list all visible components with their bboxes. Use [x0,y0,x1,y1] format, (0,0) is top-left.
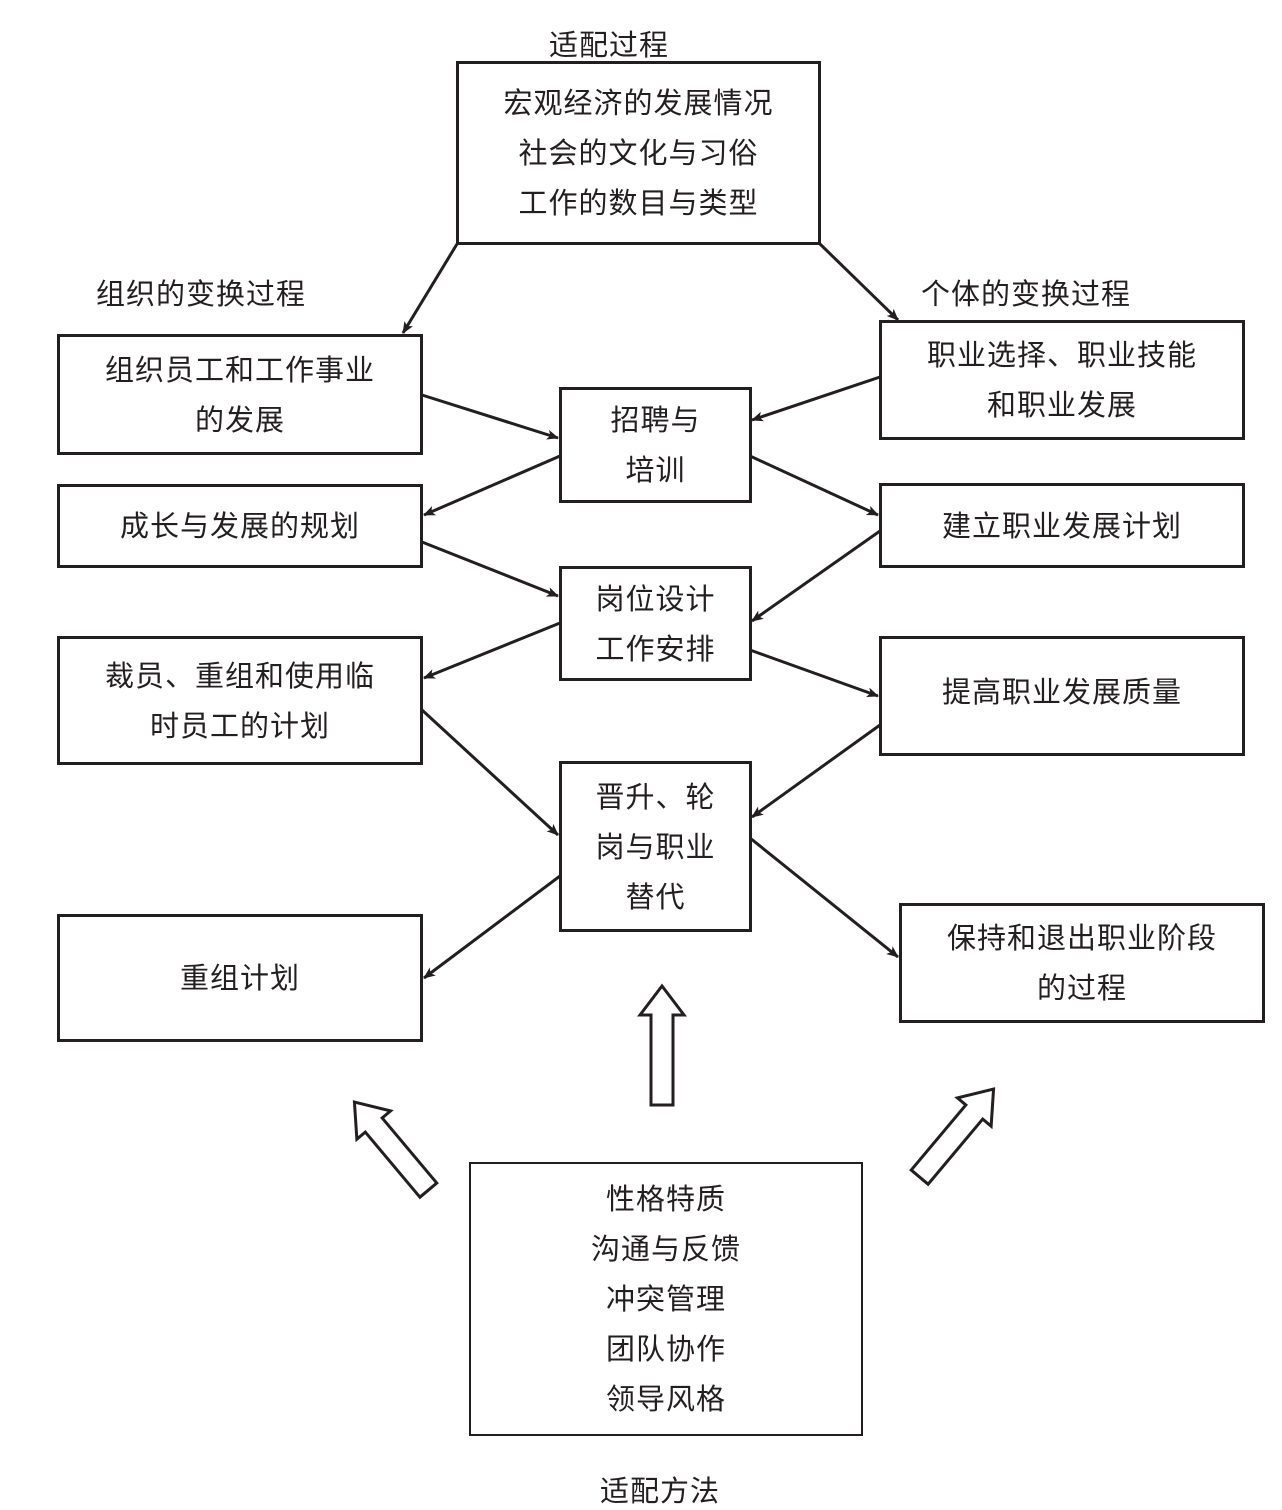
box-line: 沟通与反馈 [590,1232,741,1266]
individual-process-label: 个体的变换过程 [921,277,1132,311]
box-line: 社会的文化与习俗 [518,136,759,170]
arrow-org-development-to-recruit [421,393,559,440]
box-line: 保持和退出职业阶段 [946,921,1217,955]
arrow-career-choice-to-recruit [751,375,881,422]
promotion-rotation-box: 晋升、轮 岗与职业 替代 [559,761,752,932]
box-line: 提高职业发展质量 [941,675,1182,709]
arrow-career-plan-to-job-design [751,529,881,623]
exit-stage-box: 保持和退出职业阶段 的过程 [899,903,1265,1023]
box-line: 时员工的计划 [149,708,330,743]
hollow-arrow-up-left-icon [352,1100,439,1200]
restructure-plan-box: 重组计划 [57,914,423,1042]
box-line: 工作的数目与类型 [518,186,759,220]
fit-method-label: 适配方法 [600,1474,721,1508]
box-line: 岗位设计 [595,581,716,616]
box-line: 职业选择、职业技能 [926,338,1197,372]
career-plan-box: 建立职业发展计划 [879,483,1245,568]
box-line: 重组计划 [179,961,300,995]
box-line: 的过程 [1036,971,1127,1005]
career-choice-box: 职业选择、职业技能 和职业发展 [879,320,1245,440]
fit-methods-box: 性格特质 沟通与反馈 冲突管理 团队协作 领导风格 [469,1162,863,1436]
arrow-career-quality-to-promotion [751,723,881,819]
box-line: 工作安排 [595,631,716,666]
layoff-plan-box: 裁员、重组和使用临 时员工的计划 [57,636,423,765]
box-line: 岗与职业 [595,829,716,864]
hollow-arrow-up-right-icon [909,1087,996,1187]
box-line: 组织员工和工作事业 [104,352,375,387]
recruit-train-box: 招聘与 培训 [559,387,752,503]
arrow-job-design-to-layoff-plan [423,621,561,680]
arrow-promotion-to-restructure-plan [423,874,561,980]
arrow-layoff-plan-to-promotion [420,708,560,837]
box-line: 替代 [625,879,686,914]
box-line: 和职业发展 [986,388,1137,422]
arrow-promotion-to-exit-stage [749,836,899,959]
growth-plan-box: 成长与发展的规划 [57,484,423,568]
box-line: 领导风格 [605,1382,726,1416]
org-development-box: 组织员工和工作事业 的发展 [57,334,423,455]
box-line: 晋升、轮 [595,779,716,814]
job-design-box: 岗位设计 工作安排 [559,566,752,681]
arrow-recruit-to-career-plan [749,454,879,517]
macro-environment-box: 宏观经济的发展情况 社会的文化与习俗 工作的数目与类型 [456,61,821,245]
org-process-label: 组织的变换过程 [96,277,307,311]
box-line: 的发展 [194,402,285,437]
box-line: 培训 [625,453,686,487]
box-line: 性格特质 [605,1182,726,1216]
box-line: 建立职业发展计划 [941,508,1182,543]
arrow-growth-plan-to-job-design [421,540,559,598]
box-line: 成长与发展的规划 [119,509,360,543]
arrow-job-design-to-career-quality [749,648,879,698]
career-quality-box: 提高职业发展质量 [879,636,1245,756]
box-line: 裁员、重组和使用临 [104,658,375,693]
arrow-recruit-to-growth-plan [423,454,561,517]
arrow-top-to-career-choice [818,242,900,322]
arrow-top-to-org-development [401,243,459,334]
fit-process-label: 适配过程 [549,28,670,62]
box-line: 团队协作 [605,1332,726,1366]
box-line: 冲突管理 [605,1282,726,1316]
box-line: 宏观经济的发展情况 [503,86,774,120]
hollow-arrow-up-icon [636,983,688,1107]
box-line: 招聘与 [610,403,701,437]
